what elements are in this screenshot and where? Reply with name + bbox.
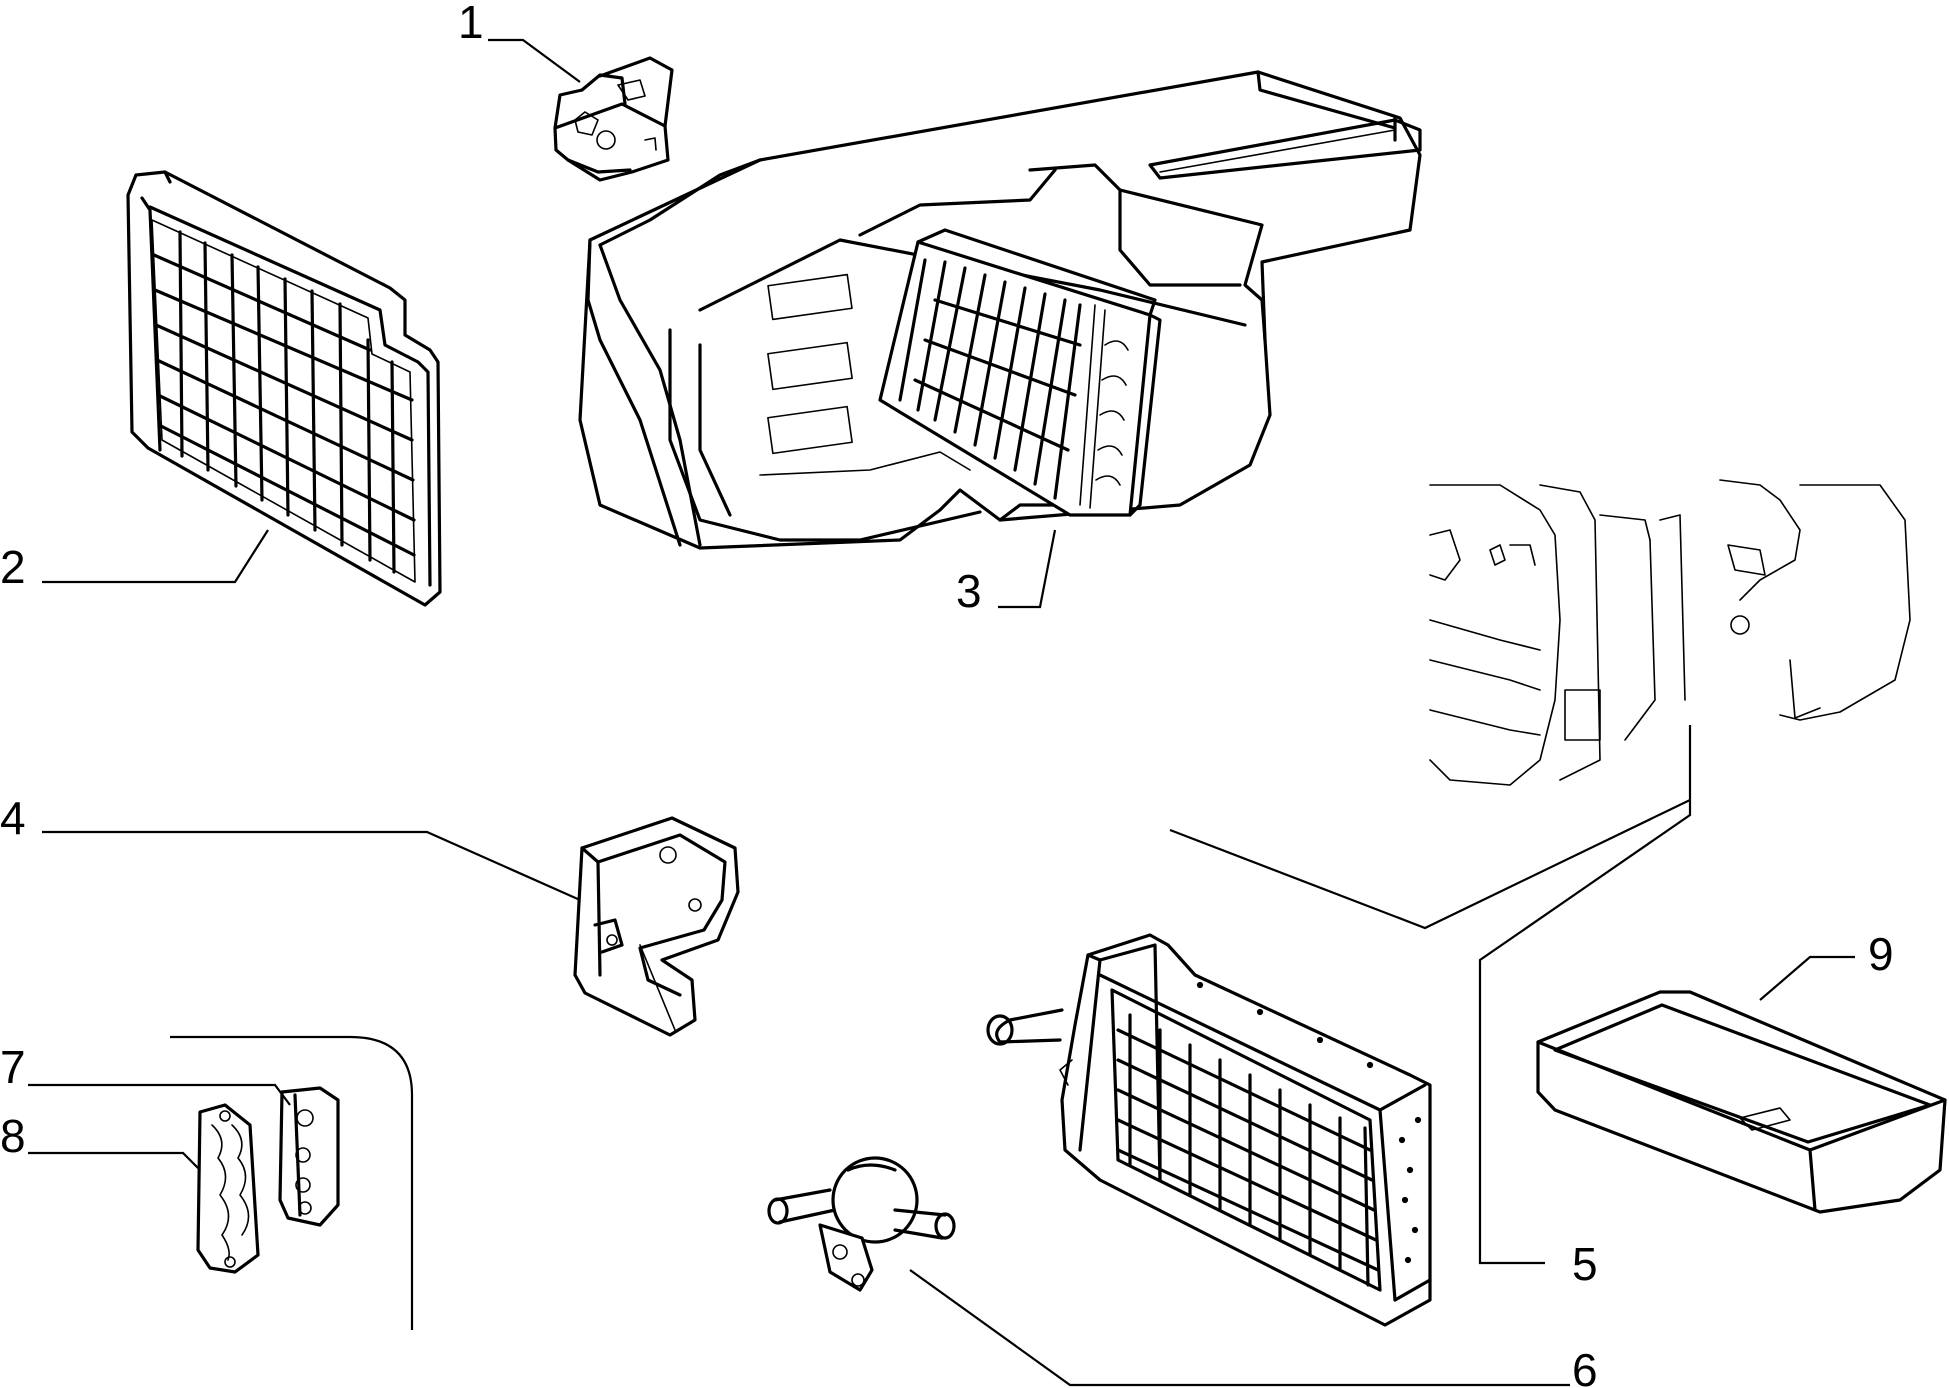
- leader-4: [42, 830, 581, 902]
- callout-4: 4: [0, 792, 26, 844]
- callout-5: 5: [1572, 1238, 1598, 1290]
- grille-bars: [152, 230, 416, 574]
- leader-7: [28, 1083, 291, 1106]
- matrix-stipple: [1196, 981, 1422, 1264]
- grille-filter-frame-icon[interactable]: [126, 170, 442, 607]
- drip-tray-icon[interactable]: [1536, 990, 1947, 1214]
- leader-5: [1478, 725, 1692, 1265]
- callout-labels: 1 2 3 4 5 6 7 8 9: [0, 0, 1894, 1388]
- callout-6: 6: [1572, 1344, 1598, 1388]
- callout-9: 9: [1868, 928, 1894, 980]
- leader-9: [1759, 955, 1855, 1001]
- leader-6: [909, 1269, 1570, 1387]
- leader-3: [998, 529, 1057, 609]
- connector-block-icon[interactable]: [553, 56, 674, 182]
- seal-gasket-icon[interactable]: [196, 1103, 260, 1274]
- gasket-plate-icon[interactable]: [278, 1086, 340, 1227]
- matrix-fins: [1116, 1013, 1380, 1287]
- callout-1: 1: [458, 0, 484, 48]
- leader-8: [28, 1151, 201, 1171]
- bracket-icon[interactable]: [573, 816, 740, 1037]
- water-valve-icon[interactable]: [767, 1156, 956, 1292]
- filter-media-lines: [898, 258, 1082, 500]
- leader-5b: [1169, 799, 1691, 930]
- heater-unit-background-icon: [1429, 479, 1911, 786]
- leader-lines: [28, 38, 1855, 1387]
- callout-2: 2: [0, 541, 26, 593]
- callout-8: 8: [0, 1110, 26, 1162]
- heater-housing-with-pollen-filter-icon[interactable]: [578, 70, 1422, 550]
- callout-7: 7: [0, 1041, 26, 1093]
- heater-matrix-radiator-icon[interactable]: [986, 933, 1432, 1327]
- leader-1: [488, 38, 581, 83]
- group-bracket-line: [170, 1035, 414, 1330]
- leader-2: [42, 529, 269, 584]
- callout-3: 3: [956, 565, 982, 617]
